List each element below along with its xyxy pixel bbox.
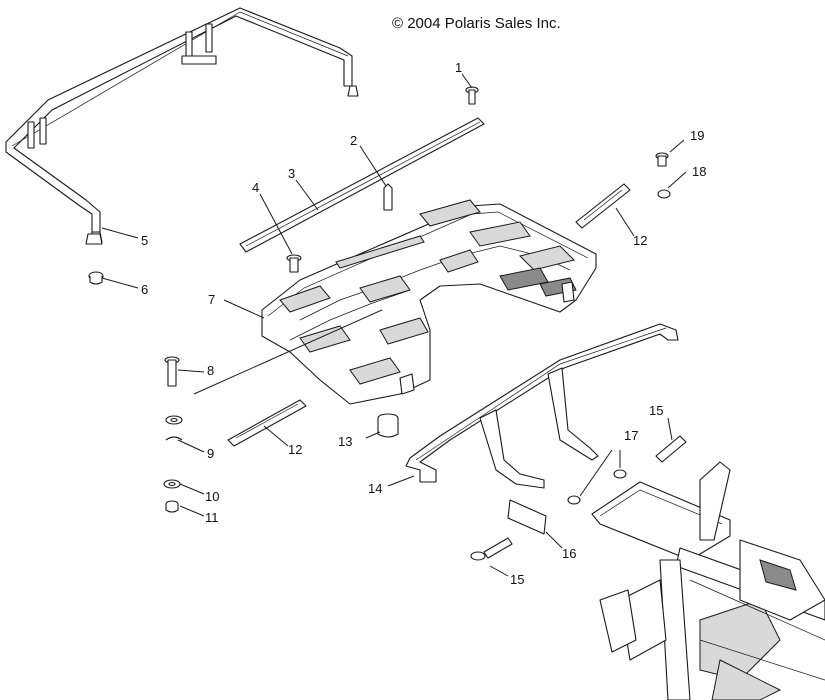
callout-11: 11 xyxy=(205,510,219,525)
callout-7: 7 xyxy=(208,292,215,307)
part-15-bolt-lower xyxy=(470,537,513,561)
part-11-nut xyxy=(165,500,179,513)
part-7-rear-rack xyxy=(261,199,597,405)
copyright-notice: © 2004 Polaris Sales Inc. xyxy=(392,15,561,32)
part-9-washer xyxy=(165,415,183,441)
callout-6: 6 xyxy=(141,282,148,297)
leader-lines xyxy=(101,73,687,577)
part-12-plate-lower xyxy=(227,399,307,447)
callout-12-upper: 12 xyxy=(633,233,647,248)
part-19-bolt xyxy=(655,152,669,167)
callout-3: 3 xyxy=(288,166,295,181)
callout-5: 5 xyxy=(141,233,148,248)
part-2-pin xyxy=(383,183,393,211)
callout-13: 13 xyxy=(338,434,352,449)
part-5-fastener xyxy=(85,233,103,245)
part-16-bracket xyxy=(507,499,547,535)
callout-10: 10 xyxy=(205,489,219,504)
callout-15-lower: 15 xyxy=(510,572,524,587)
callout-17: 17 xyxy=(624,428,638,443)
rear-rack-rail-upper xyxy=(5,7,359,243)
part-10-washer xyxy=(163,479,181,489)
part-6-nut xyxy=(88,271,104,285)
part-4-bolt xyxy=(286,254,302,273)
part-8-bolt xyxy=(164,356,180,387)
callout-19: 19 xyxy=(690,128,704,143)
callout-labels: 1 2 3 4 5 6 7 8 9 10 11 12 12 13 14 15 1… xyxy=(141,60,706,587)
part-18-nut xyxy=(657,189,671,199)
callout-4: 4 xyxy=(252,180,259,195)
callout-15-upper: 15 xyxy=(649,403,663,418)
part-17-nut xyxy=(567,469,627,505)
callout-9: 9 xyxy=(207,446,214,461)
part-12-plate-upper xyxy=(575,183,631,229)
callout-18: 18 xyxy=(692,164,706,179)
vehicle-frame xyxy=(591,461,825,700)
callout-12-lower: 12 xyxy=(288,442,302,457)
part-15-bolt-upper xyxy=(655,435,687,463)
part-13-bumper xyxy=(377,413,399,438)
callout-14: 14 xyxy=(368,481,382,496)
callout-8: 8 xyxy=(207,363,214,378)
callout-16: 16 xyxy=(562,546,576,561)
callout-2: 2 xyxy=(350,133,357,148)
callout-1: 1 xyxy=(455,60,462,75)
part-14-rack-rail-lower xyxy=(405,323,679,489)
part-1-screw xyxy=(465,86,479,105)
part-3-rack-strip xyxy=(239,117,485,253)
